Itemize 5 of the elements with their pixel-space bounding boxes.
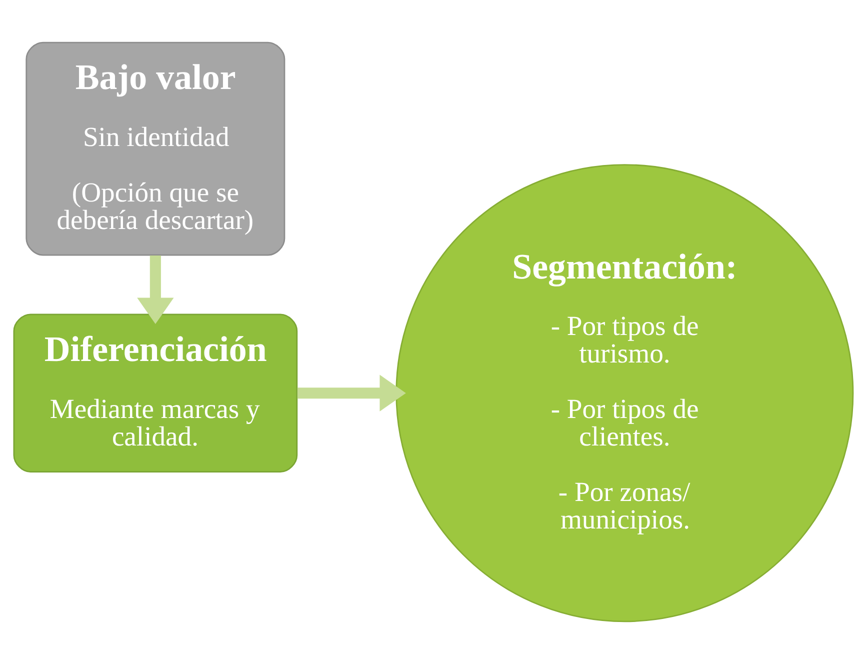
arrow bbox=[137, 256, 174, 324]
node-circle: Segmentación: - Por tipos de turismo. - Por tipos de clientes. - Por zonas/ municipios. bbox=[396, 164, 854, 622]
node-box: Diferenciación Mediante marcas y calidad. bbox=[13, 314, 298, 472]
node-box: Bajo valor Sin identidad (Opción que se debería descartar) bbox=[26, 42, 286, 256]
arrow bbox=[297, 374, 406, 412]
